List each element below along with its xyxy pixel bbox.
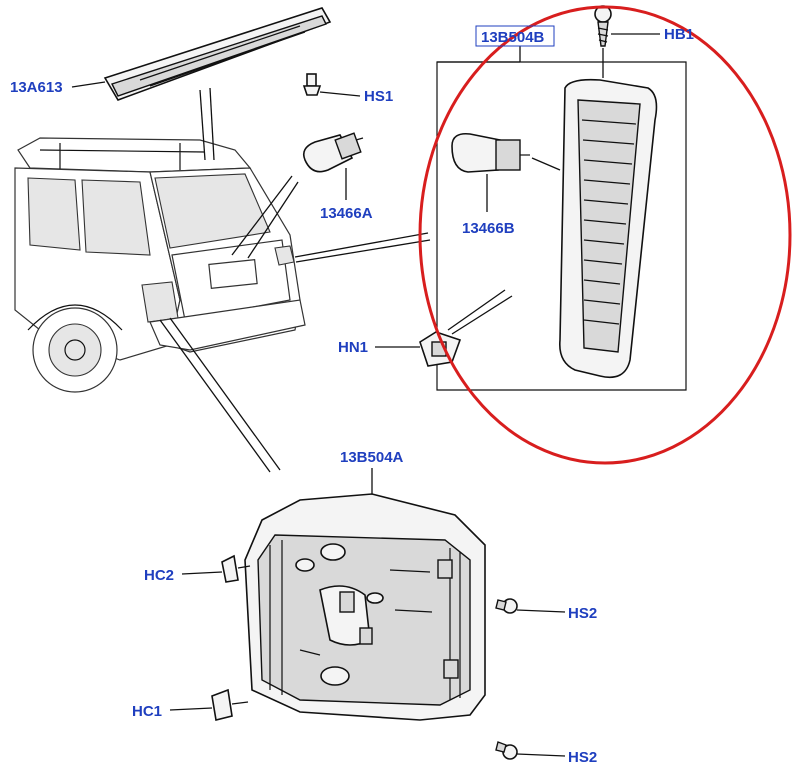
label-tail-lamp: 13B504A bbox=[340, 449, 404, 466]
upper-lamp-13b504b bbox=[558, 78, 658, 379]
label-nut-hn1: HN1 bbox=[338, 339, 368, 356]
label-screw-hb1: HB1 bbox=[664, 26, 694, 43]
label-clip-hc1: HC1 bbox=[132, 703, 162, 720]
highlight-ellipse bbox=[418, 5, 792, 465]
label-upper-lamp: 13B504B bbox=[481, 29, 545, 46]
label-screw-hs2-upper: HS2 bbox=[568, 605, 597, 622]
label-screw-hs1: HS1 bbox=[364, 88, 393, 105]
screw-hs2-upper bbox=[495, 598, 518, 614]
vehicle-illustration bbox=[14, 137, 306, 393]
bulb-13466b bbox=[451, 132, 530, 173]
screw-hb1 bbox=[594, 5, 612, 47]
tail-lamp-13b504a bbox=[244, 493, 486, 721]
label-trim-strip: 13A613 bbox=[10, 79, 63, 96]
clip-hc2 bbox=[221, 554, 251, 583]
label-bulb-a: 13466A bbox=[320, 205, 373, 222]
label-screw-hs2-lower: HS2 bbox=[568, 749, 597, 766]
label-upper-lamp-box bbox=[475, 25, 555, 47]
clip-hc1 bbox=[211, 688, 249, 721]
label-bulb-b: 13466B bbox=[462, 220, 515, 237]
trim-strip-13a613 bbox=[103, 7, 332, 101]
screw-hs2-lower bbox=[495, 741, 518, 760]
label-clip-hc2: HC2 bbox=[144, 567, 174, 584]
screw-hs1 bbox=[302, 73, 322, 96]
bulb-13466a bbox=[302, 132, 364, 173]
